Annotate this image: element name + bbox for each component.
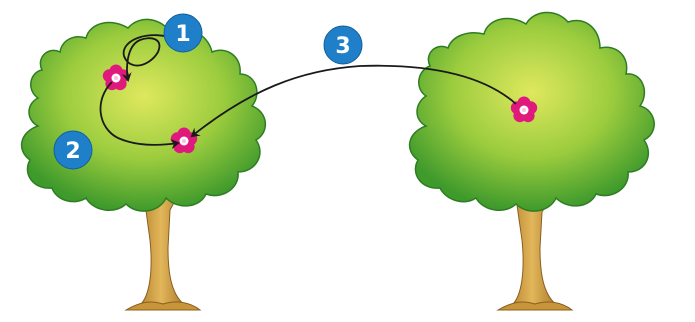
step-badge-3: 3: [323, 25, 363, 65]
step-badge-1-label: 1: [175, 22, 190, 47]
arrow-step-2: [99, 81, 180, 149]
tree-left: [20, 18, 266, 311]
foliage-left: [20, 18, 266, 212]
step-badge-2-label: 2: [65, 139, 80, 164]
step-badge-2: 2: [53, 130, 93, 170]
arrow-step-1: [121, 34, 179, 82]
arrow-step-3: [190, 64, 517, 138]
step-badge-1: 1: [163, 13, 203, 53]
step-badge-3-label: 3: [335, 34, 350, 59]
tree-right: [408, 11, 655, 311]
